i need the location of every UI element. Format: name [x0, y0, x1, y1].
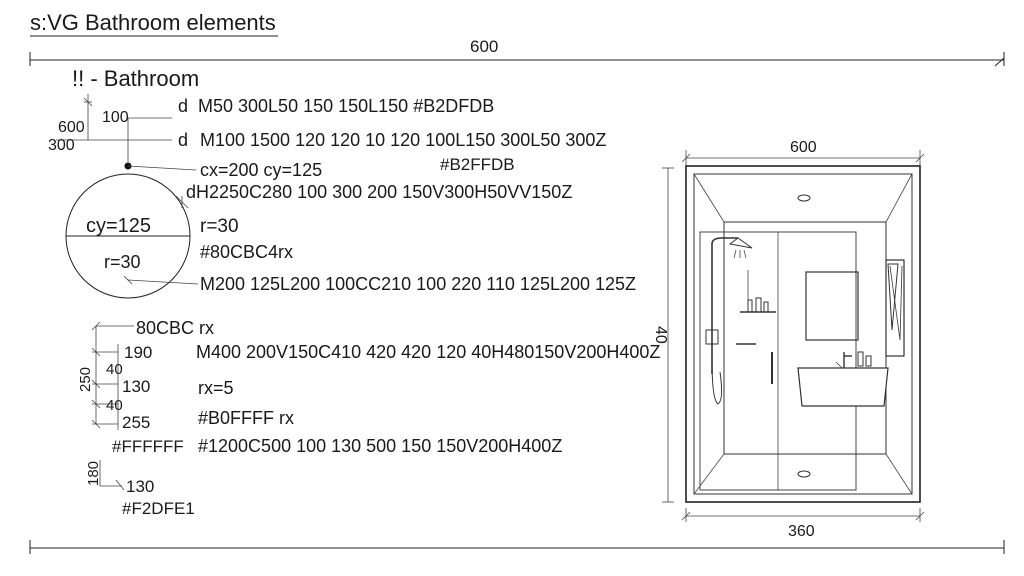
top-dimension-label: 600: [470, 37, 498, 56]
path-1200-text: #1200C500 100 130 500 150 150V200H400Z: [198, 436, 562, 456]
dim-180-label: 180: [85, 461, 102, 486]
color-ffffff-label: #FFFFFF: [112, 437, 184, 456]
top-dimension-line: [29, 52, 1005, 67]
path-m200-text: M200 125L200 100CC210 100 220 110 125L20…: [200, 274, 636, 294]
dim-130b-label: 130: [126, 477, 154, 496]
dim-40a-label: 40: [106, 361, 123, 378]
color-b2ffdb-text: #B2FFDB: [440, 155, 515, 174]
note-80cbc-rx: 80CBC rx: [136, 318, 214, 338]
dim-100-label: 100: [102, 109, 129, 126]
section-title: !! - Bathroom: [72, 66, 199, 91]
circle-cy-text: cy=125: [86, 215, 151, 237]
left-dimension-chain: [56, 94, 172, 162]
dim-250-label: 250: [77, 367, 94, 392]
circle-center-text: cx=200 cy=125: [200, 160, 322, 180]
path-1-label: d: [178, 96, 188, 116]
circle-element: [65, 162, 199, 299]
color-80cbc4-text: #80CBC4rx: [200, 242, 293, 262]
lower-dimension-chain: [91, 321, 134, 491]
shower-cabin-drawing: [662, 150, 925, 522]
r30-note: r=30: [200, 216, 239, 237]
shower-bottom-width-label: 360: [788, 523, 815, 540]
path-2-label: d: [178, 130, 188, 150]
dim-190-label: 190: [124, 343, 152, 362]
bottom-dimension-line: [29, 540, 1005, 554]
dim-40b-label: 40: [106, 397, 123, 414]
drawing-title: s:VG Bathroom elements: [30, 10, 276, 35]
dim-300-label: 300: [48, 137, 75, 154]
shower-side-height-label: 40: [652, 326, 669, 344]
color-b0ffff-text: #B0FFFF rx: [198, 408, 294, 428]
path-1-text: M50 300L50 150 150L150 #B2DFDB: [198, 96, 494, 116]
path-2-text: M100 1500 120 120 10 120 100L150 300L50 …: [200, 130, 606, 150]
dim-130-label: 130: [122, 377, 150, 396]
note-rx5: rx=5: [198, 378, 234, 398]
circle-r-text: r=30: [104, 252, 141, 272]
color-f2dfe1-label: #F2DFE1: [122, 499, 195, 518]
shower-top-width-label: 600: [790, 139, 817, 156]
path-m400-text: M400 200V150C410 420 420 120 40H480150V2…: [196, 342, 660, 362]
path-dh-text: dH2250C280 100 300 200 150V300H50VV150Z: [186, 182, 572, 202]
dim-255-label: 255: [122, 413, 150, 432]
dim-600-label: 600: [58, 119, 85, 136]
